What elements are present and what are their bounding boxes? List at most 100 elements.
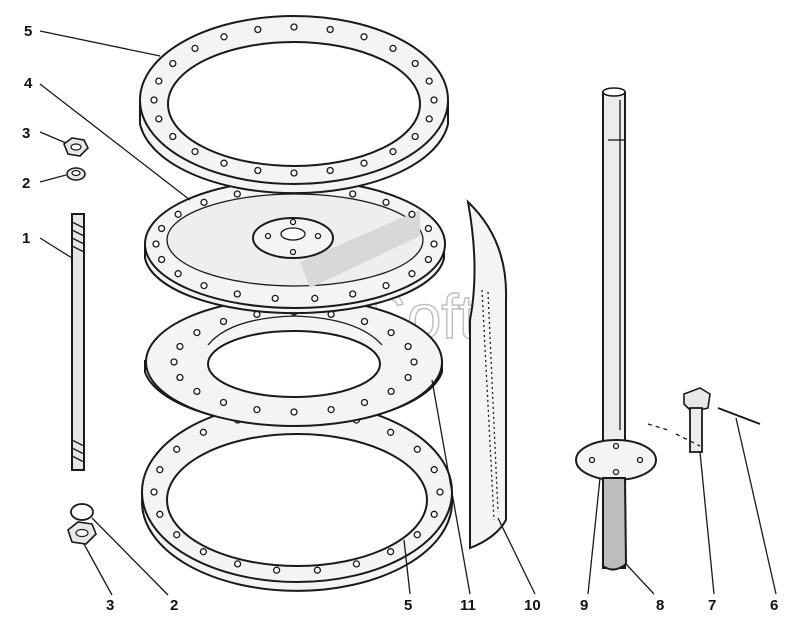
bolt-hole [219, 317, 228, 326]
bolt-hole [200, 281, 208, 290]
bolt-hole [254, 166, 262, 175]
bolt-hole [173, 445, 181, 453]
bolt-hole [360, 33, 368, 41]
bolt-hole [413, 445, 421, 453]
bolt-hole [430, 96, 438, 104]
leader-lines [39, 30, 777, 596]
bolt-hole [173, 531, 181, 539]
callout-11: 11 [460, 597, 476, 614]
bolt-hole [430, 466, 438, 474]
bolt-hole [290, 169, 298, 177]
bolt-hole [436, 488, 444, 496]
callout-3-bottom: 3 [106, 597, 114, 614]
bolt-hole [413, 531, 421, 539]
callout-7: 7 [708, 597, 716, 614]
bolt-hole [430, 240, 438, 248]
callout-10: 10 [524, 597, 541, 614]
bolt-hole [349, 190, 357, 198]
alignment-line [647, 423, 701, 447]
bolt-hole [387, 328, 395, 337]
bolt [683, 387, 711, 453]
nut-top [63, 137, 89, 157]
bolt-hole [424, 224, 433, 233]
bolt-hole [360, 317, 369, 326]
middle-disc [144, 179, 446, 315]
bolt-hole [220, 33, 228, 41]
bolt-hole [387, 387, 395, 396]
bolt-hole [220, 159, 228, 167]
shaft-assembly [575, 87, 657, 571]
bolt-hole [389, 44, 397, 53]
lower-flange-ring [144, 297, 443, 427]
callouts: 5 4 3 2 1 3 2 5 11 10 9 8 7 6 [22, 23, 778, 614]
bolt-hole [233, 290, 241, 298]
bolt-hole [174, 270, 182, 278]
bolt-hole [199, 428, 208, 436]
bolt-hole [174, 210, 182, 218]
bolt-hole [233, 560, 242, 568]
bolt-hole [326, 25, 334, 34]
nut-bottom [67, 521, 97, 545]
bolt-hole [425, 115, 433, 123]
callout-5-top: 5 [24, 23, 32, 40]
callout-5-bottom: 5 [404, 597, 412, 614]
bolt-hole [155, 115, 163, 123]
bolt-hole [156, 466, 164, 474]
bolt-hole [313, 566, 322, 574]
bolt-hole [410, 358, 418, 366]
callout-8: 8 [656, 597, 664, 614]
bolt-hole [349, 290, 357, 298]
bolt-hole [193, 328, 201, 337]
hub-flange [252, 217, 334, 259]
bolt-hole [352, 560, 361, 568]
bolt-hole [404, 342, 412, 351]
bolt-hole [271, 294, 279, 303]
bolt-hole [386, 428, 395, 436]
bolt-hole [233, 190, 241, 198]
bolt-hole [219, 398, 228, 407]
bolt-hole [408, 270, 416, 278]
washer-bottom [70, 503, 94, 521]
bolt-hole [311, 294, 319, 303]
bottom-ring [141, 401, 453, 592]
bolt-hole [176, 373, 184, 382]
bolt-hole [326, 166, 334, 175]
bolt-hole [382, 281, 390, 290]
bolt-hole [430, 510, 438, 518]
bolt-hole [169, 59, 177, 68]
bolt-hole [156, 510, 164, 518]
bolt-hole [404, 373, 412, 382]
callout-2-top: 2 [22, 175, 30, 192]
bolt-hole [425, 77, 433, 85]
callout-6: 6 [770, 597, 778, 614]
bolt-hole [389, 147, 397, 156]
bolt-hole [191, 147, 199, 156]
bolt-hole [411, 59, 419, 68]
bolt-hole [193, 387, 201, 396]
bolt-hole [176, 342, 184, 351]
bolt-hole [382, 198, 390, 207]
bolt-hole [290, 408, 298, 416]
bolt-hole [157, 224, 166, 233]
bolt-hole [157, 255, 166, 264]
bolt-hole [155, 77, 163, 85]
cotter-pin [717, 407, 761, 425]
bolt-hole [150, 96, 158, 104]
tie-rod [71, 213, 85, 471]
bolt-hole [360, 398, 369, 407]
bolt-hole [290, 23, 298, 31]
bolt-hole [170, 358, 178, 366]
bolt-hole [272, 566, 281, 574]
bolt-hole [199, 548, 208, 556]
bolt-hole [411, 132, 419, 141]
bolt-hole [360, 159, 368, 167]
callout-4: 4 [24, 75, 33, 92]
bolt-hole [253, 405, 261, 414]
bolt-hole [327, 405, 335, 414]
bolt-hole [150, 488, 158, 496]
bolt-hole [386, 548, 395, 556]
callout-1: 1 [22, 230, 30, 247]
washer-top [66, 167, 86, 181]
